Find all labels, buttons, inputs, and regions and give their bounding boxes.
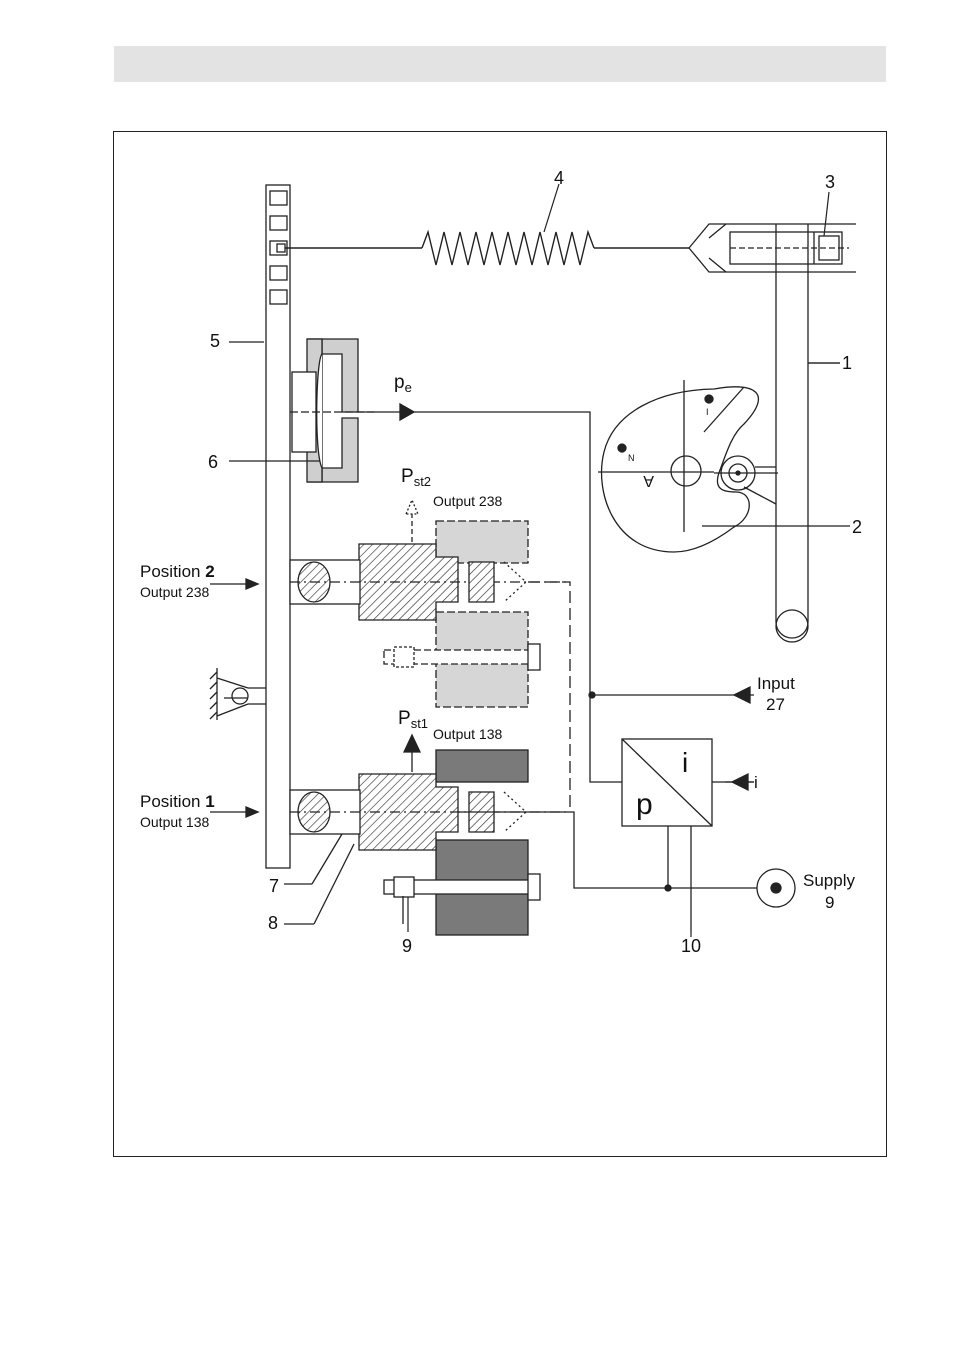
label-5: 5: [210, 331, 220, 351]
pst2-label: Pst2: [401, 466, 431, 489]
position-1-output: Output 138: [140, 814, 209, 830]
label-9: 9: [402, 936, 412, 956]
header-bar: [114, 46, 886, 82]
pst2-output-label: Output 238: [433, 493, 502, 509]
label-6: 6: [208, 452, 218, 472]
converter-p-label: p: [636, 788, 653, 821]
cam-mark-n: N: [628, 453, 635, 463]
pneumatic-diagram: I N A: [114, 132, 888, 1158]
supply-number: 9: [825, 893, 834, 912]
label-8: 8: [268, 913, 278, 933]
cam-mark-i: I: [706, 407, 709, 417]
label-3: 3: [825, 172, 835, 192]
position-2-output: Output 238: [140, 584, 209, 600]
lever-arm-1: [776, 224, 840, 642]
pilot-valve-output-138: [284, 735, 569, 935]
cam-mark-a: A: [643, 472, 654, 489]
pe-label: pe: [394, 372, 412, 395]
input-label: Input: [757, 674, 795, 693]
supply-label: Supply: [803, 871, 855, 890]
pst1-label: Pst1: [398, 708, 428, 731]
label-10: 10: [681, 936, 701, 956]
label-7: 7: [269, 876, 279, 896]
clamp-3: [689, 224, 856, 272]
label-2: 2: [852, 517, 862, 537]
range-spring-4: [285, 232, 689, 265]
lever-pivot: [210, 668, 266, 720]
label-1: 1: [842, 353, 852, 373]
supply-connector: [757, 869, 795, 907]
pst1-output-label: Output 138: [433, 726, 502, 742]
position-1-label: Position 1: [140, 792, 215, 811]
position-2-label: Position 2: [140, 562, 215, 581]
input-number: 27: [766, 695, 785, 714]
label-4: 4: [554, 168, 564, 188]
lever-5: [266, 185, 290, 868]
pilot-valve-output-238: [290, 500, 569, 707]
diagram-frame: I N A: [113, 131, 887, 1157]
converter-i-label: i: [682, 747, 688, 778]
current-signal-label: i: [754, 773, 758, 792]
